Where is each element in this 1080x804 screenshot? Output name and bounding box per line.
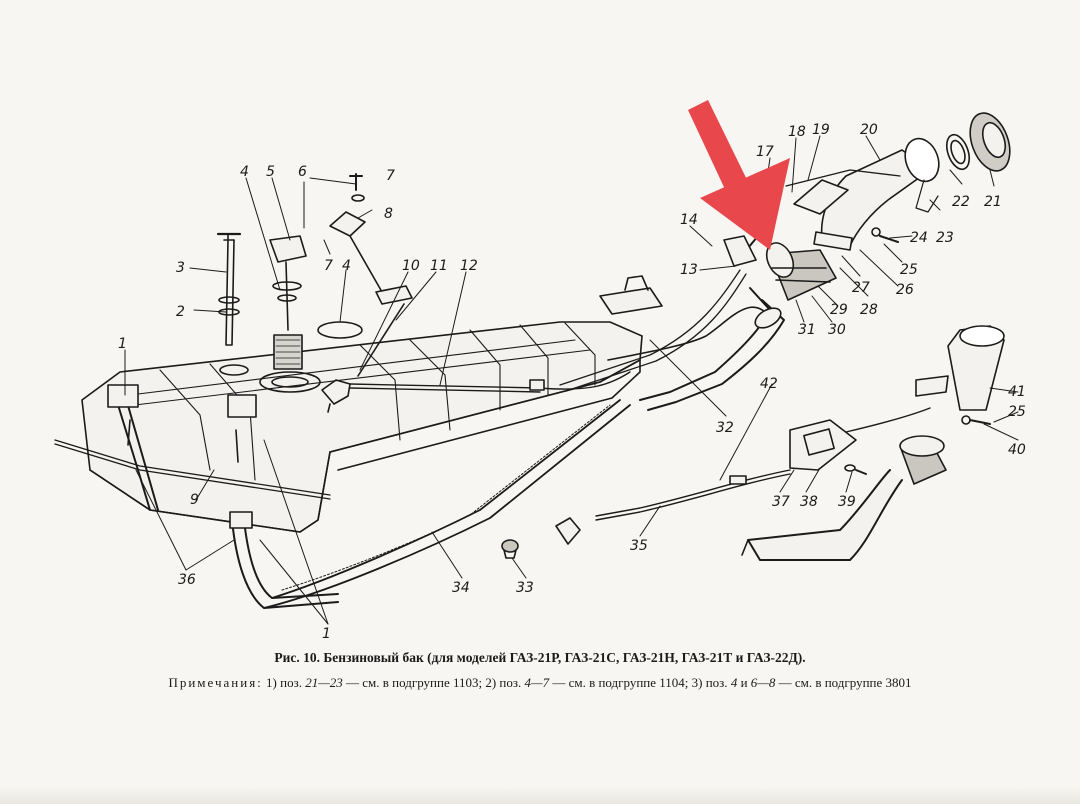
figure-notes: Примечания: 1) поз. 21—23 — см. в подгру… bbox=[0, 675, 1080, 691]
callout-7b: 7 bbox=[324, 258, 333, 274]
arrow-head bbox=[700, 158, 790, 250]
leader-lines bbox=[124, 135, 1019, 625]
callout-41: 41 bbox=[1008, 384, 1026, 400]
callout-32: 32 bbox=[716, 420, 734, 436]
callout-2: 2 bbox=[176, 304, 185, 320]
callout-31: 31 bbox=[798, 322, 816, 338]
drain-plug bbox=[501, 517, 581, 559]
callout-3: 3 bbox=[176, 260, 185, 276]
notes-label: Примечания: bbox=[168, 675, 263, 690]
scan-edge bbox=[0, 786, 1080, 804]
callout-28: 28 bbox=[860, 302, 878, 318]
callout-37: 37 bbox=[772, 494, 790, 510]
callout-11: 11 bbox=[430, 258, 448, 274]
callout-30: 30 bbox=[828, 322, 846, 338]
callout-6: 6 bbox=[298, 164, 307, 180]
callout-40: 40 bbox=[1008, 442, 1026, 458]
callout-9: 9 bbox=[190, 492, 199, 508]
callout-1b: 1 bbox=[322, 626, 331, 642]
callout-20: 20 bbox=[860, 122, 878, 138]
callout-26: 26 bbox=[896, 282, 914, 298]
callout-42: 42 bbox=[760, 376, 778, 392]
callout-17: 17 bbox=[756, 144, 774, 160]
callout-22: 22 bbox=[952, 194, 970, 210]
red-pointer-arrow bbox=[688, 100, 790, 250]
callout-34: 34 bbox=[452, 580, 470, 596]
note-1-ref: 21—23 bbox=[305, 675, 343, 690]
callout-labels: 1 1 2 3 4 4 5 6 7 7 8 9 10 11 12 13 14 1… bbox=[118, 122, 1026, 642]
note-2-ref: 4—7 bbox=[524, 675, 550, 690]
fuel-gauge-sender bbox=[216, 173, 413, 377]
callout-7a: 7 bbox=[386, 168, 395, 184]
filler-pipe bbox=[559, 269, 785, 411]
callout-36: 36 bbox=[178, 572, 196, 588]
callout-23: 23 bbox=[936, 230, 954, 246]
note-3-suffix: — см. в подгруппе 3801 bbox=[775, 675, 912, 690]
connection-hose bbox=[765, 242, 837, 301]
callout-27: 27 bbox=[852, 280, 870, 296]
callout-4b: 4 bbox=[342, 258, 351, 274]
filler-neck-assembly bbox=[723, 112, 1011, 267]
callout-8: 8 bbox=[384, 206, 393, 222]
callout-21: 21 bbox=[984, 194, 1002, 210]
arrow-shaft bbox=[688, 100, 752, 200]
note-3-mid: и bbox=[737, 675, 751, 690]
callout-25a: 25 bbox=[900, 262, 918, 278]
callout-13: 13 bbox=[680, 262, 698, 278]
callout-1a: 1 bbox=[118, 336, 127, 352]
callout-10: 10 bbox=[402, 258, 420, 274]
callout-18: 18 bbox=[788, 124, 806, 140]
note-3-ref-b: 6—8 bbox=[750, 675, 776, 690]
callout-33: 33 bbox=[516, 580, 534, 596]
tank-straps bbox=[107, 384, 631, 609]
callout-29: 29 bbox=[830, 302, 848, 318]
note-1-suffix: — см. в подгруппе 1103; 2) поз. bbox=[342, 675, 525, 690]
callout-4a: 4 bbox=[240, 164, 249, 180]
figure-caption: Рис. 10. Бензиновый бак (для моделей ГАЗ… bbox=[274, 650, 806, 665]
callout-25b: 25 bbox=[1008, 404, 1026, 420]
callout-12: 12 bbox=[460, 258, 478, 274]
callout-19: 19 bbox=[812, 122, 830, 138]
callout-35: 35 bbox=[630, 538, 648, 554]
note-2-suffix: — см. в подгруппе 1104; 3) поз. bbox=[549, 675, 731, 690]
note-1-prefix: 1) поз. bbox=[262, 675, 306, 690]
alternative-filler bbox=[595, 325, 1005, 561]
callout-39: 39 bbox=[838, 494, 856, 510]
callout-24: 24 bbox=[910, 230, 928, 246]
callout-14: 14 bbox=[680, 212, 698, 228]
note-3-ref-a: 4 bbox=[730, 675, 738, 690]
callout-38: 38 bbox=[800, 494, 818, 510]
callout-5: 5 bbox=[266, 164, 275, 180]
fuel-tank bbox=[54, 321, 643, 533]
level-cable bbox=[349, 371, 631, 393]
